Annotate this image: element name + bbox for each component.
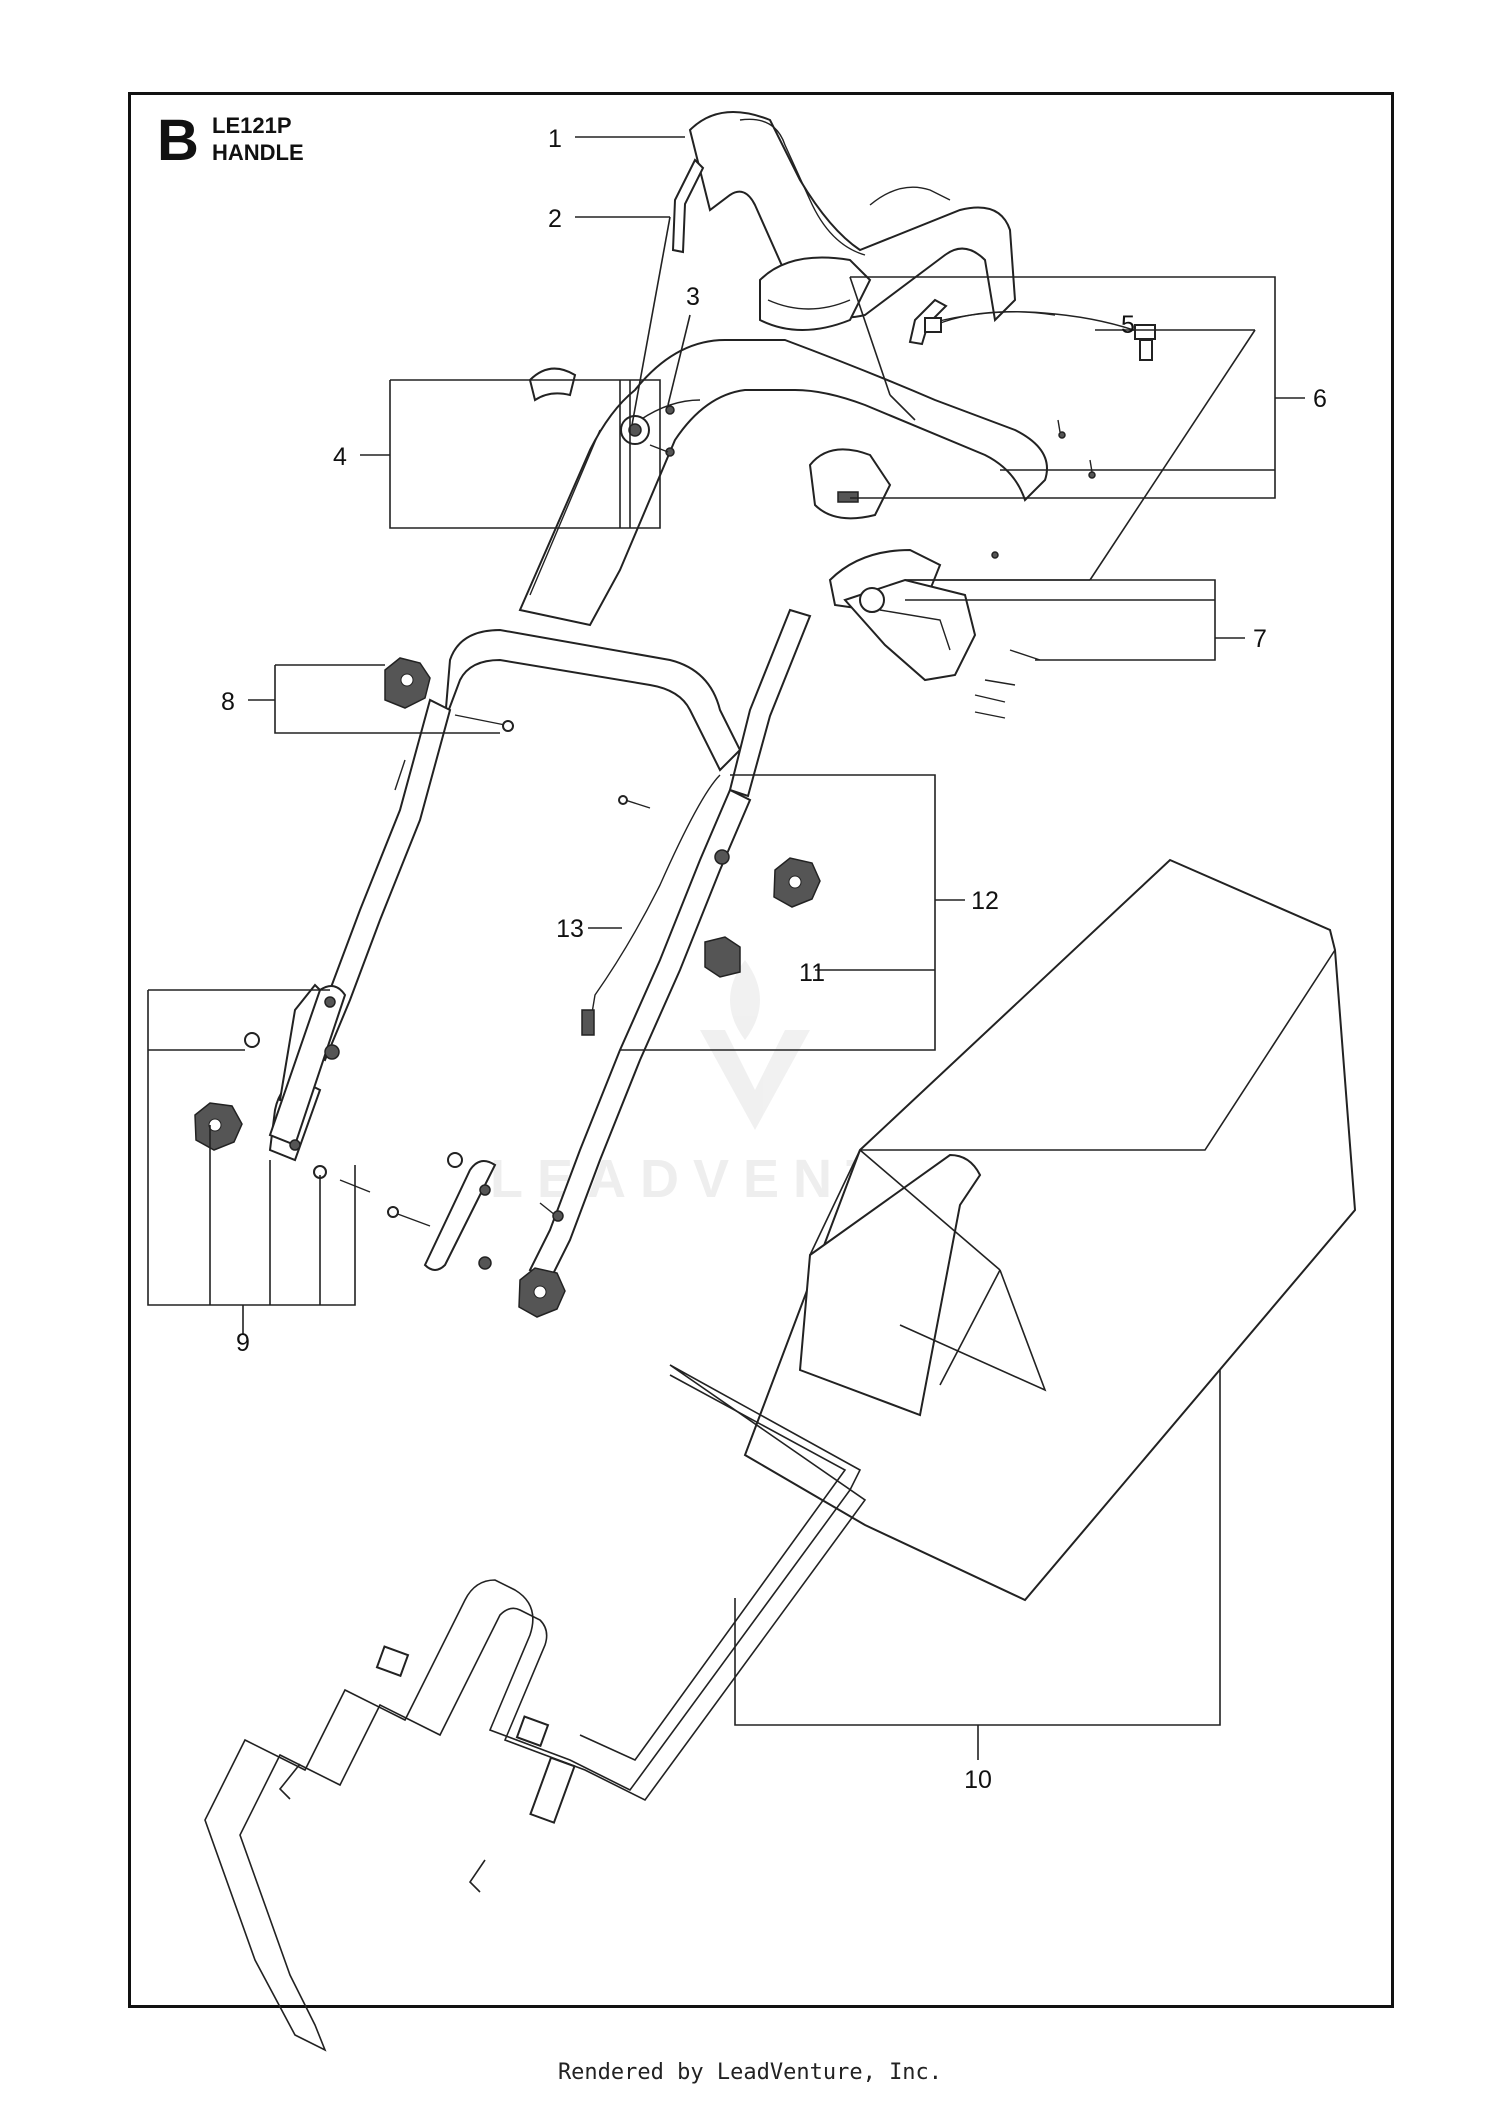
grass-bag — [743, 858, 1357, 1602]
screws — [649, 405, 1096, 559]
bag-frame — [204, 1364, 867, 2052]
section-letter: B — [157, 108, 199, 173]
leader-lines — [147, 136, 1305, 1760]
cable-harness — [924, 310, 1156, 361]
upper-handle-bar — [518, 339, 1048, 627]
diagram-frame — [128, 92, 1394, 2008]
callout-8: 8 — [221, 688, 235, 716]
callout-11: 11 — [799, 959, 825, 987]
callout-6: 6 — [1313, 385, 1327, 413]
watermark-logo — [700, 960, 810, 1130]
callout-1: 1 — [548, 125, 562, 153]
cable-13 — [581, 774, 721, 1036]
diagram-title: HANDLE — [212, 140, 304, 165]
knob-8 — [384, 657, 514, 732]
callout-4: 4 — [333, 443, 347, 471]
switch-housing — [828, 548, 1041, 719]
upper-grip-handle — [671, 111, 1017, 346]
callout-9: 9 — [236, 1329, 250, 1357]
callout-12: 12 — [971, 887, 999, 915]
clip-part — [528, 367, 577, 402]
lower-handle — [303, 608, 812, 1282]
control-box — [759, 256, 892, 520]
callout-10: 10 — [964, 1766, 992, 1794]
callout-5: 5 — [1121, 311, 1135, 339]
model-label: LE121P — [212, 113, 292, 138]
callout-3: 3 — [686, 283, 700, 311]
callout-7: 7 — [1253, 625, 1267, 653]
clip-11 — [704, 936, 741, 978]
knob-12 — [618, 795, 821, 908]
height-adjust-brackets — [194, 983, 566, 1318]
callout-2: 2 — [548, 205, 562, 233]
callout-13: 13 — [556, 915, 584, 943]
footer-credit: Rendered by LeadVenture, Inc. — [557, 2060, 943, 2085]
